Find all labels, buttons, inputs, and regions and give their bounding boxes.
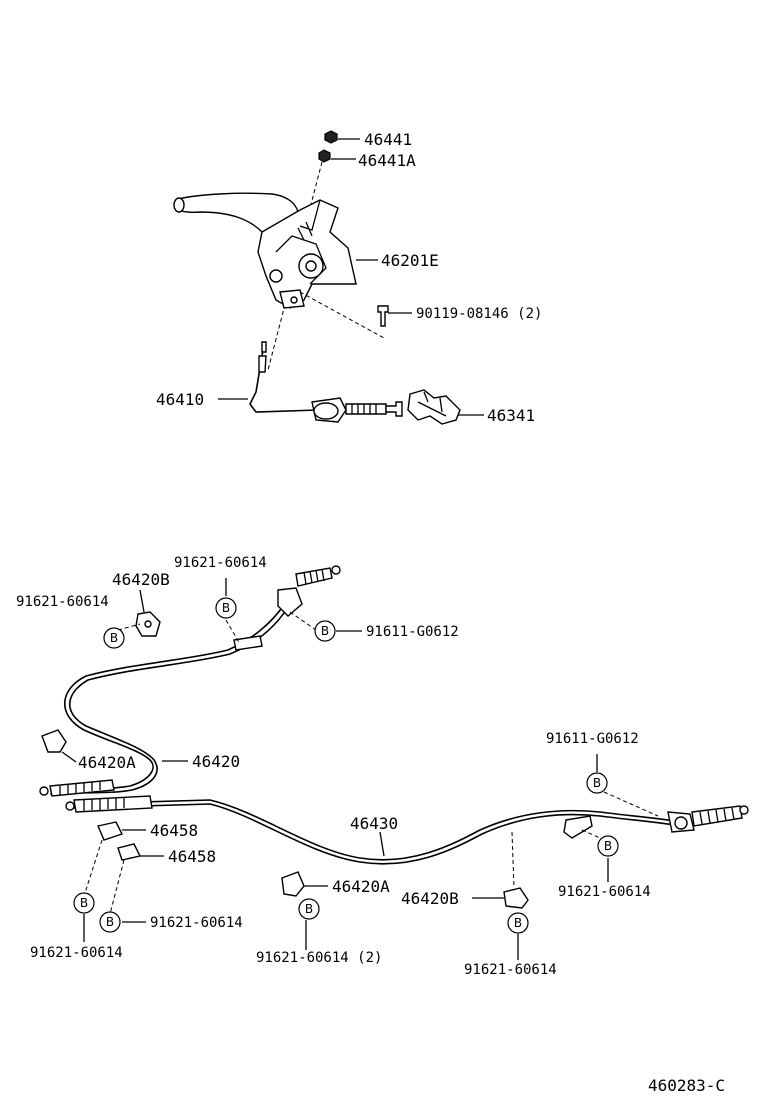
clip-46420A-left [41,729,67,753]
svg-text:B: B [106,915,114,929]
label-46201E: 46201E [381,251,439,270]
label-91621-2: 91621-60614 (2) [256,950,382,966]
svg-text:B: B [604,839,612,853]
label-46441: 46441 [364,130,412,149]
svg-text:B: B [321,624,329,638]
equalizer-46341 [407,389,461,425]
marker-b-front: B [314,620,336,642]
label-46458-b: 46458 [168,847,216,866]
marker-b-bottom-mid: B [507,912,529,934]
label-46441A: 46441A [358,151,416,170]
marker-b-mid: B [298,898,320,920]
label-91611-right: 91611-G0612 [546,731,639,747]
label-46430: 46430 [350,814,398,833]
lever-assembly [173,130,484,425]
clip-46458-b [117,843,142,861]
marker-b-left: B [103,627,125,649]
label-90119: 90119-08146 (2) [416,306,542,322]
cable-46430 [73,799,681,861]
clip-46420A-mid [281,871,305,897]
label-46420B-mid: 46420B [401,889,459,908]
svg-text:B: B [110,631,118,645]
label-46420A-left: 46420A [78,753,136,772]
cable-46410 [249,343,319,413]
svg-text:B: B [222,601,230,615]
nut-46441 [324,130,338,144]
label-46420: 46420 [192,752,240,771]
diagram-id: 460283-C [648,1076,725,1095]
marker-b-right: B [597,835,619,857]
bolt-90119 [377,305,389,327]
label-46420A-mid: 46420A [332,877,390,896]
label-91611-top: 91611-G0612 [366,624,459,640]
label-91621-left: 91621-60614 [16,594,109,610]
label-91621-bottom-left: 91621-60614 [30,945,123,961]
clip-46458-a [97,821,123,841]
svg-text:B: B [514,916,522,930]
marker-b-bottom-left-2: B [99,911,121,933]
svg-text:B: B [80,896,88,910]
svg-text:B: B [305,902,313,916]
cable-46420 [49,601,287,791]
marker-b-right-top: B [586,772,608,794]
cable-assembly [39,565,749,960]
label-46458-a: 46458 [150,821,198,840]
clip-46420B-mid [503,887,529,909]
label-91621-right: 91621-60614 [558,884,651,900]
marker-b-top: B [215,597,237,619]
svg-text:B: B [593,776,601,790]
label-46410: 46410 [156,390,204,409]
label-91621-mid: 91621-60614 [150,915,243,931]
nut-46441A [318,149,331,163]
marker-b-bottom-left: B [73,892,95,914]
label-91621-bottom-mid: 91621-60614 [464,962,557,978]
label-46420B-top: 46420B [112,570,170,589]
label-91621-top: 91621-60614 [174,555,267,571]
label-46341: 46341 [487,406,535,425]
